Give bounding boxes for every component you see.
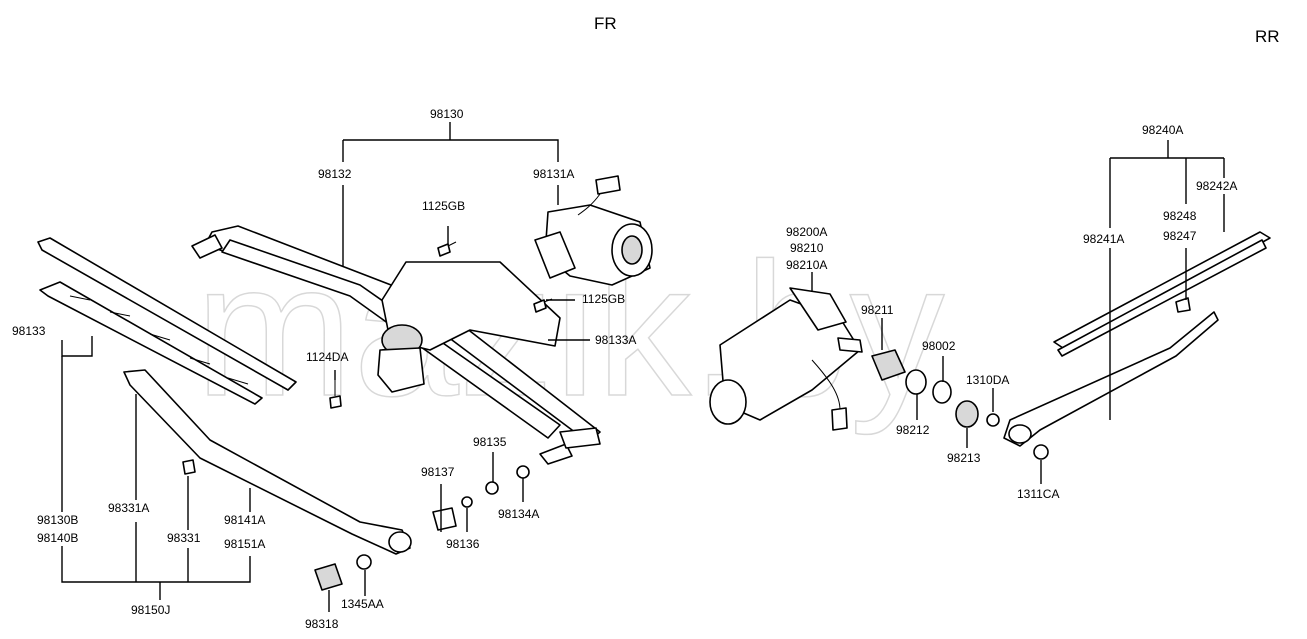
label-98130: 98130	[430, 107, 464, 121]
front-wiper-motor	[534, 175, 653, 286]
front-wiper-blade	[37, 237, 297, 405]
label-98331: 98331	[167, 531, 201, 545]
label-98141A: 98141A	[224, 513, 265, 527]
label-98318: 98318	[305, 617, 339, 631]
label-1310DA: 1310DA	[966, 373, 1009, 387]
label-98210: 98210	[790, 241, 824, 255]
label-1311CA: 1311CA	[1017, 487, 1059, 501]
label-98241A: 98241A	[1083, 232, 1124, 246]
label-98242A: 98242A	[1196, 179, 1237, 193]
label-98151A: 98151A	[224, 537, 265, 551]
label-98133A: 98133A	[595, 333, 636, 347]
front-hardware	[182, 459, 530, 591]
front-header: FR	[594, 14, 617, 33]
label-98002: 98002	[922, 339, 956, 353]
label-98132: 98132	[318, 167, 352, 181]
label-98210A: 98210A	[786, 258, 827, 272]
rear-header: RR	[1255, 27, 1280, 46]
front-leader-lines	[61, 226, 590, 612]
front-linkage-assembly	[191, 122, 601, 465]
label-98130B: 98130B	[37, 513, 78, 527]
label-98137: 98137	[421, 465, 455, 479]
label-98150J: 98150J	[131, 603, 170, 617]
part-labels: 98130 98132 98131A 1125GB 1125GB 98133A …	[12, 107, 1237, 631]
front-wiper-arm	[123, 369, 412, 555]
label-98135: 98135	[473, 435, 507, 449]
label-98212: 98212	[896, 423, 930, 437]
rear-wiper-motor	[709, 287, 863, 431]
label-1345AA: 1345AA	[341, 597, 384, 611]
label-98133: 98133	[12, 324, 46, 338]
label-98240A: 98240A	[1142, 123, 1183, 137]
label-98213: 98213	[947, 451, 981, 465]
label-98136: 98136	[446, 537, 480, 551]
label-98140B: 98140B	[37, 531, 78, 545]
label-98131A: 98131A	[533, 167, 574, 181]
label-98331A: 98331A	[108, 501, 149, 515]
label-98134A: 98134A	[498, 507, 539, 521]
label-1125GB-a: 1125GB	[422, 199, 465, 213]
label-1125GB-b: 1125GB	[582, 292, 625, 306]
rear-leader-lines	[811, 140, 1225, 484]
label-98200A: 98200A	[786, 225, 827, 239]
label-98211: 98211	[861, 303, 894, 317]
label-98248: 98248	[1163, 209, 1197, 223]
rear-wiper-arm-blade	[1003, 231, 1271, 447]
label-1124DA: 1124DA	[306, 350, 348, 364]
rear-hardware	[871, 349, 1049, 460]
label-98247: 98247	[1163, 229, 1197, 243]
